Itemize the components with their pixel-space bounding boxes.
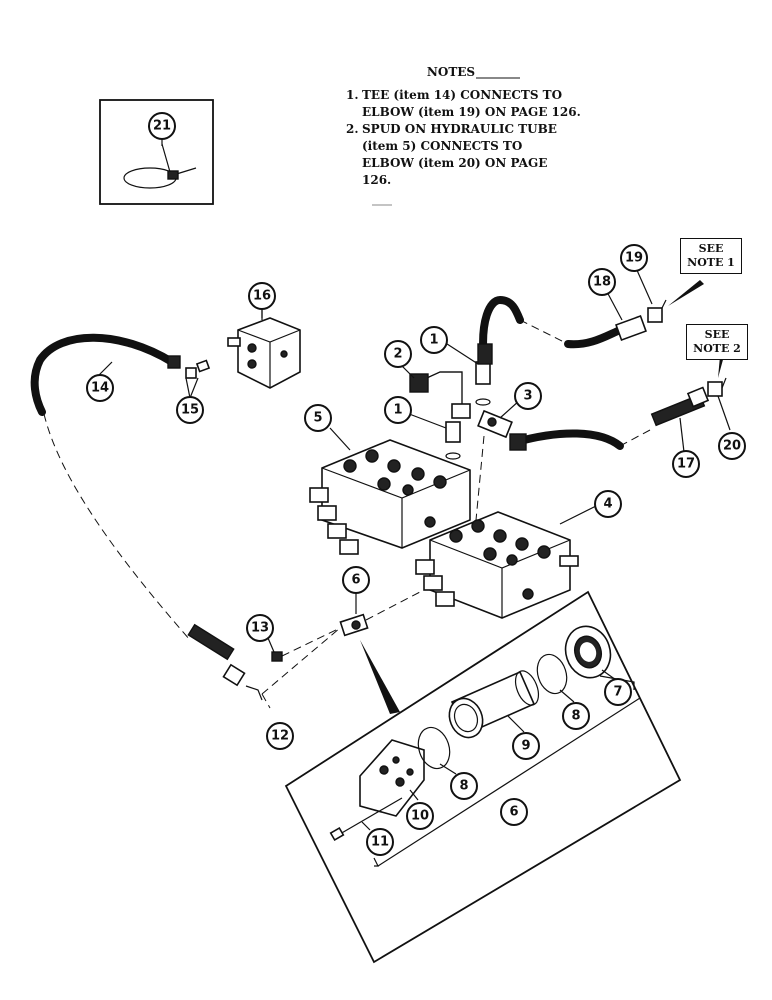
- svg-text:8: 8: [571, 709, 580, 724]
- hose-end-12: [187, 623, 263, 701]
- callout-6-lower: 6: [500, 798, 528, 826]
- svg-text:10: 10: [411, 809, 429, 824]
- callout-16: 16: [248, 282, 276, 310]
- svg-text:2: 2: [393, 347, 402, 362]
- svg-text:1: 1: [393, 403, 402, 418]
- fitting-15: [185, 359, 211, 379]
- control-valve-4: [415, 511, 579, 619]
- note-text: TEE (item 14) CONNECTS TO ELBOW (item 19…: [362, 88, 581, 119]
- svg-text:15: 15: [181, 403, 199, 418]
- notes-title: NOTES: [426, 65, 476, 79]
- svg-text:3: 3: [523, 389, 532, 404]
- callout-13: 13: [246, 614, 274, 642]
- tube-2: [409, 371, 471, 419]
- see-label: SEE: [704, 328, 730, 341]
- fitting-18: [615, 315, 647, 341]
- callout-9: 9: [512, 732, 540, 760]
- callout-1-upper: 1: [420, 326, 448, 354]
- callout-2: 2: [384, 340, 412, 368]
- svg-text:1: 1: [429, 333, 438, 348]
- callout-10: 10: [406, 802, 434, 830]
- hose-lower: [512, 429, 624, 450]
- plug-13: [271, 651, 283, 662]
- callout-4: 4: [594, 490, 622, 518]
- callout-7: 7: [604, 678, 632, 706]
- svg-text:11: 11: [371, 835, 389, 850]
- fitting-1-lower: [445, 421, 461, 460]
- callout-1-lower: 1: [384, 396, 412, 424]
- hose-end-17: [650, 386, 710, 427]
- svg-text:18: 18: [593, 275, 611, 290]
- callout-21: 21: [148, 112, 176, 140]
- notes-block: NOTES 1. TEE (item 14) CONNECTS TO ELBOW…: [346, 64, 586, 189]
- o-ring-8-left: [417, 726, 451, 770]
- see-note-2-box: SEE NOTE 2: [686, 324, 748, 360]
- svg-text:16: 16: [253, 289, 271, 304]
- bolt-11: [329, 797, 403, 842]
- svg-text:4: 4: [603, 497, 612, 512]
- callout-12: 12: [266, 722, 294, 750]
- callout-19: 19: [620, 244, 648, 272]
- svg-text:20: 20: [723, 439, 741, 454]
- callout-20: 20: [718, 432, 746, 460]
- sleeve-9: [448, 670, 540, 739]
- fitting-1-upper: [475, 361, 491, 406]
- o-ring-8-right: [536, 653, 568, 695]
- note-1: 1. TEE (item 14) CONNECTS TO ELBOW (item…: [346, 87, 586, 121]
- svg-text:5: 5: [313, 411, 322, 426]
- svg-text:7: 7: [613, 685, 622, 700]
- callout-11: 11: [366, 828, 394, 856]
- see-note-1-box: SEE NOTE 1: [680, 238, 742, 274]
- hose-upper: [479, 295, 524, 364]
- note-ref: NOTE 2: [693, 342, 741, 355]
- see-label: SEE: [698, 242, 724, 255]
- callout-17: 17: [672, 450, 700, 478]
- svg-text:13: 13: [251, 621, 269, 636]
- note-ref: NOTE 1: [687, 256, 735, 269]
- callout-8-right: 8: [562, 702, 590, 730]
- svg-text:9: 9: [521, 739, 530, 754]
- elbow-19: [647, 299, 667, 323]
- control-valve-5: [309, 439, 471, 555]
- tee-3: [477, 409, 513, 439]
- callout-3: 3: [514, 382, 542, 410]
- callout-5: 5: [304, 404, 332, 432]
- callout-6-upper: 6: [342, 566, 370, 594]
- note-2: 2. SPUD ON HYDRAULIC TUBE (item 5) CONNE…: [346, 121, 586, 189]
- note-text: SPUD ON HYDRAULIC TUBE (item 5) CONNECTS…: [362, 122, 557, 187]
- relief-valve-block: [227, 317, 301, 389]
- callout-14: 14: [86, 374, 114, 402]
- svg-text:17: 17: [677, 457, 695, 472]
- svg-text:19: 19: [625, 251, 643, 266]
- elbow-20: [707, 377, 727, 397]
- note-number: 1.: [346, 88, 359, 102]
- svg-text:6: 6: [509, 805, 518, 820]
- svg-text:14: 14: [91, 381, 109, 396]
- fitting-6: [339, 613, 369, 637]
- svg-text:8: 8: [459, 779, 468, 794]
- svg-text:6: 6: [351, 573, 360, 588]
- inset-box-6: [284, 590, 682, 964]
- callout-15: 15: [176, 396, 204, 424]
- svg-text:21: 21: [153, 119, 171, 134]
- svg-text:12: 12: [271, 729, 289, 744]
- cable-tie-drawing: [123, 143, 197, 189]
- callout-18: 18: [588, 268, 616, 296]
- callout-8-left: 8: [450, 772, 478, 800]
- cover-10: [359, 739, 425, 817]
- nut-7: [564, 625, 612, 679]
- note-number: 2.: [346, 122, 359, 136]
